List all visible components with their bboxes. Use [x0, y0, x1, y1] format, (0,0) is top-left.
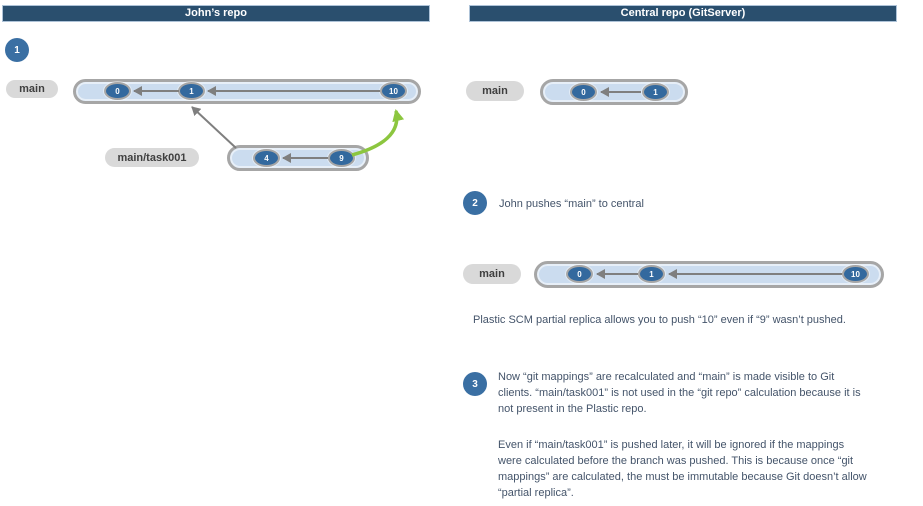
changeset-node-central-after-10: 10	[842, 265, 869, 283]
branch-point-arrow-task-to-main-1	[191, 106, 237, 149]
panel-header-johns-repo: John’s repo	[2, 5, 430, 22]
step-2-badge: 2	[463, 191, 487, 215]
branch-label-main-central-after: main	[463, 264, 521, 284]
changeset-node-central-before-1: 1	[642, 83, 669, 101]
changeset-node-central-after-0: 0	[566, 265, 593, 283]
changeset-node-central-after-1: 1	[638, 265, 665, 283]
step-3-paragraph-1: Now “git mappings” are recalculated and …	[498, 371, 861, 415]
changeset-node-john-main-10: 10	[380, 82, 407, 100]
changeset-node-john-main-1: 1	[178, 82, 205, 100]
changeset-node-central-before-0: 0	[570, 83, 597, 101]
branch-label-main-central-before: main	[466, 81, 524, 101]
panel-header-central-repo: Central repo (GitServer)	[469, 5, 897, 22]
changeset-node-task-9: 9	[328, 149, 355, 167]
changeset-node-task-4: 4	[253, 149, 280, 167]
step-3-paragraph-2: Even if “main/task001” is pushed later, …	[498, 439, 867, 499]
partial-replica-caption: Plastic SCM partial replica allows you t…	[473, 314, 846, 326]
step-1-badge: 1	[5, 38, 29, 62]
branch-label-task001: main/task001	[105, 148, 199, 167]
step-2-text: John pushes “main” to central	[499, 198, 644, 210]
changeset-node-john-main-0: 0	[104, 82, 131, 100]
step-3-badge: 3	[463, 372, 487, 396]
branch-label-main-john: main	[6, 80, 58, 98]
